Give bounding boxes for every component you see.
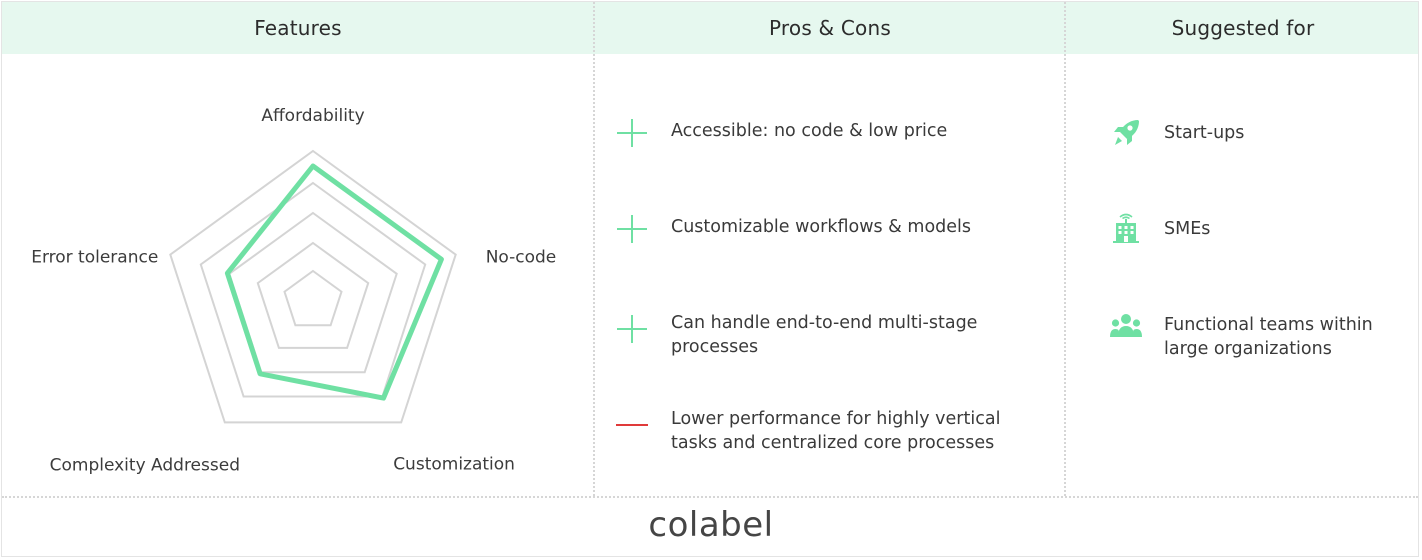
footer-divider: [2, 496, 1418, 498]
header-bar: [2, 2, 1418, 54]
radar-axis-label: Customization: [393, 454, 515, 474]
pros-cons-text: Accessible: no code & low price: [671, 121, 948, 141]
radar-ring: [228, 211, 398, 374]
brand-logo: colabel: [648, 505, 774, 545]
radar-axis-label: Affordability: [261, 106, 364, 126]
proscons-title: Pros & Cons: [769, 16, 891, 40]
rocket-icon: [1114, 120, 1139, 145]
features-title: Features: [254, 16, 342, 40]
radar-grid: [169, 149, 457, 424]
radar-ring: [283, 269, 343, 327]
pros-cons-text: Can handle end-to-end multi-stage proces…: [671, 313, 978, 357]
radar-axis-label: Complexity Addressed: [50, 455, 240, 475]
plus-icon: [617, 215, 647, 243]
suggested-text: Start-ups: [1164, 123, 1245, 143]
radar-ring: [199, 181, 427, 398]
suggested-text: Functional teams within large organizati…: [1164, 315, 1373, 359]
suggested-text: SMEs: [1164, 219, 1211, 239]
minus-icon: [616, 424, 648, 426]
suggested-title: Suggested for: [1171, 16, 1315, 40]
plus-icon: [617, 315, 647, 343]
pros-cons-text: Customizable workflows & models: [671, 217, 972, 237]
plus-icon: [617, 119, 647, 147]
radar-series: [224, 163, 444, 401]
radar-ring: [256, 241, 370, 349]
team-icon: [1110, 314, 1142, 337]
column-divider: [1064, 2, 1066, 496]
pros-cons-text: Lower performance for highly vertical ta…: [671, 409, 1001, 453]
radar-ring: [169, 149, 457, 424]
building-icon: [1113, 213, 1139, 243]
radar-axis-label: No-code: [486, 248, 557, 268]
radar-axis-label: Error tolerance: [31, 248, 158, 268]
radar-series-line: [224, 163, 444, 401]
column-divider: [593, 2, 595, 496]
